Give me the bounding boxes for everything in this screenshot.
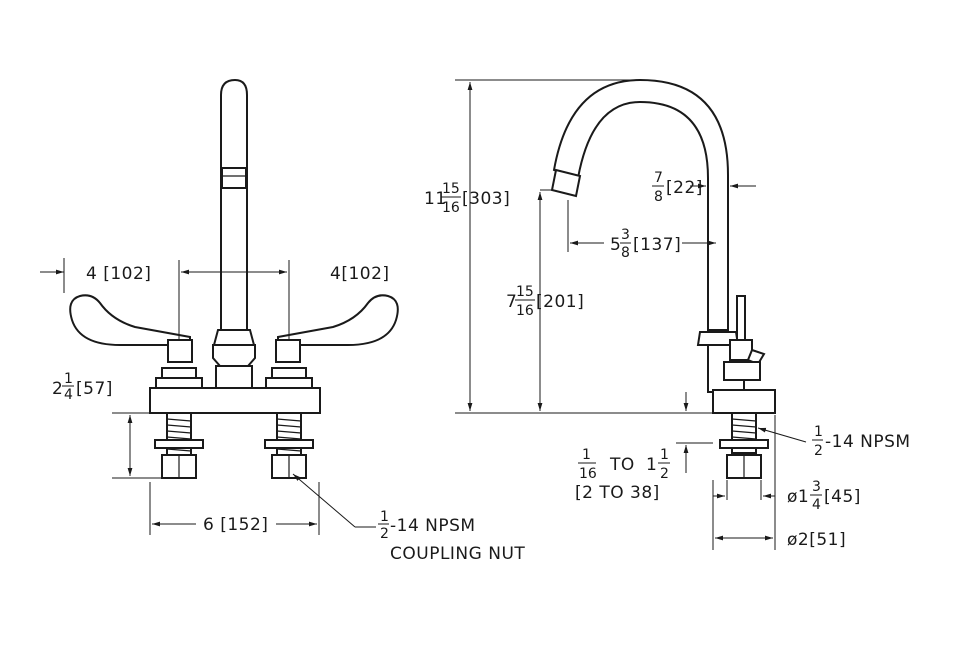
reach-mm: [137] (633, 235, 681, 255)
overall-height-den: 16 (442, 200, 460, 216)
left-handle-hub (167, 339, 193, 363)
side-thread-den: 2 (814, 443, 823, 459)
overall-height-num: 15 (442, 181, 460, 197)
spout-height-mm: [201] (536, 292, 584, 312)
left-wrist-handle (69, 294, 191, 346)
spout-outlet (550, 168, 582, 198)
overall-height-mm: [303] (462, 189, 510, 209)
spout-collar (221, 167, 247, 189)
spout-height-whole: 7 (506, 292, 517, 312)
spout-height-num: 15 (516, 284, 534, 300)
front-view: 4 [102] 4[102] 2 1 4 [57] 6 [152] 1 2 -1… (40, 78, 525, 564)
tube-num: 7 (654, 170, 663, 186)
side-view: 11 15 16 [303] 7 15 16 [201] 5 3 8 [137]… (424, 78, 911, 550)
base-dia: ø2[51] (787, 530, 846, 550)
shank-dia-prefix: ø1 (787, 487, 809, 507)
side-handle-stem (736, 295, 746, 347)
reach-den: 8 (621, 245, 630, 261)
deck-whole2: 1 (646, 455, 657, 475)
spout-height-den: 16 (516, 303, 534, 319)
dim-handle-left: 4 [102] (86, 264, 151, 284)
reach-num: 3 (621, 227, 630, 243)
deck-den2: 2 (660, 466, 669, 482)
deck-num1: 1 (582, 447, 591, 463)
shank-dia-num: 3 (812, 479, 821, 495)
tube-mm: [22] (666, 178, 703, 198)
side-thread-label: -14 NPSM (825, 432, 911, 452)
deck-den1: 16 (579, 466, 597, 482)
right-wrist-handle (277, 294, 399, 346)
shank-dia-den: 4 (812, 497, 821, 513)
spout-side (552, 78, 729, 331)
front-thread-label: -14 NPSM (390, 516, 476, 536)
deck-to: TO (609, 455, 635, 475)
coupling-nut-label: COUPLING NUT (390, 544, 525, 564)
dim-height-whole: 2 (52, 379, 63, 399)
deck-num2: 1 (660, 447, 669, 463)
dim-height-mm: [57] (76, 379, 113, 399)
reach-whole: 5 (610, 235, 621, 255)
overall-height-whole: 11 (424, 189, 447, 209)
right-handle-hub (275, 339, 301, 363)
dim-height-den: 4 (64, 387, 73, 403)
side-thread-num: 1 (814, 424, 823, 440)
dim-centers: 6 [152] (203, 515, 268, 535)
side-deck-plate (712, 389, 776, 414)
front-thread-num: 1 (380, 509, 389, 525)
spout-front (220, 78, 248, 375)
tube-den: 8 (654, 189, 663, 205)
deck-mm: [2 TO 38] (575, 483, 660, 503)
deck-plate (149, 387, 321, 414)
dim-height-num: 1 (64, 371, 73, 387)
dim-handle-right: 4[102] (330, 264, 390, 284)
front-thread-den: 2 (380, 526, 389, 542)
shank-dia-mm: [45] (824, 487, 861, 507)
spout-base-nut (212, 344, 256, 367)
